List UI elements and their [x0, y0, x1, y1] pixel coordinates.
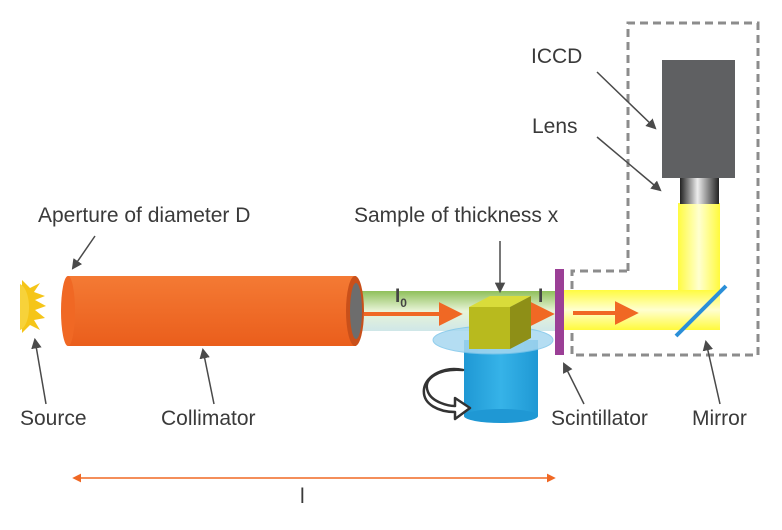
sample-label: Sample of thickness x	[354, 204, 559, 227]
sun-icon	[20, 280, 46, 333]
sample-cube	[469, 296, 531, 349]
source-pointer	[31, 337, 47, 405]
scintillation-light-beam	[563, 290, 720, 330]
source-label: Source	[20, 407, 87, 430]
iccd-camera	[662, 60, 735, 178]
incident-intensity-label: I0	[395, 286, 407, 310]
detector-enclosure	[570, 21, 760, 357]
scintillator-pointer	[563, 362, 585, 405]
scintillator	[555, 269, 564, 355]
scintillator-label: Scintillator	[551, 407, 648, 430]
lens-pointer	[596, 136, 662, 192]
mirror-pointer	[702, 339, 721, 405]
transmitted-intensity-label: I	[538, 286, 544, 307]
distance-label: l	[300, 485, 305, 508]
incident-intensity-subscript: 0	[400, 296, 407, 310]
lens	[680, 178, 719, 204]
lens-label: Lens	[532, 115, 578, 138]
aperture-label: Aperture of diameter D	[38, 204, 251, 227]
collimator	[61, 276, 364, 346]
aperture-pointer	[71, 235, 96, 270]
collimator-pointer	[199, 347, 215, 405]
collimator-label: Collimator	[161, 407, 256, 430]
rotation-arrow-icon	[422, 367, 472, 421]
mirror-label: Mirror	[692, 407, 747, 430]
iccd-pointer	[596, 71, 657, 130]
mirror	[674, 284, 728, 338]
iccd-label: ICCD	[531, 45, 583, 68]
